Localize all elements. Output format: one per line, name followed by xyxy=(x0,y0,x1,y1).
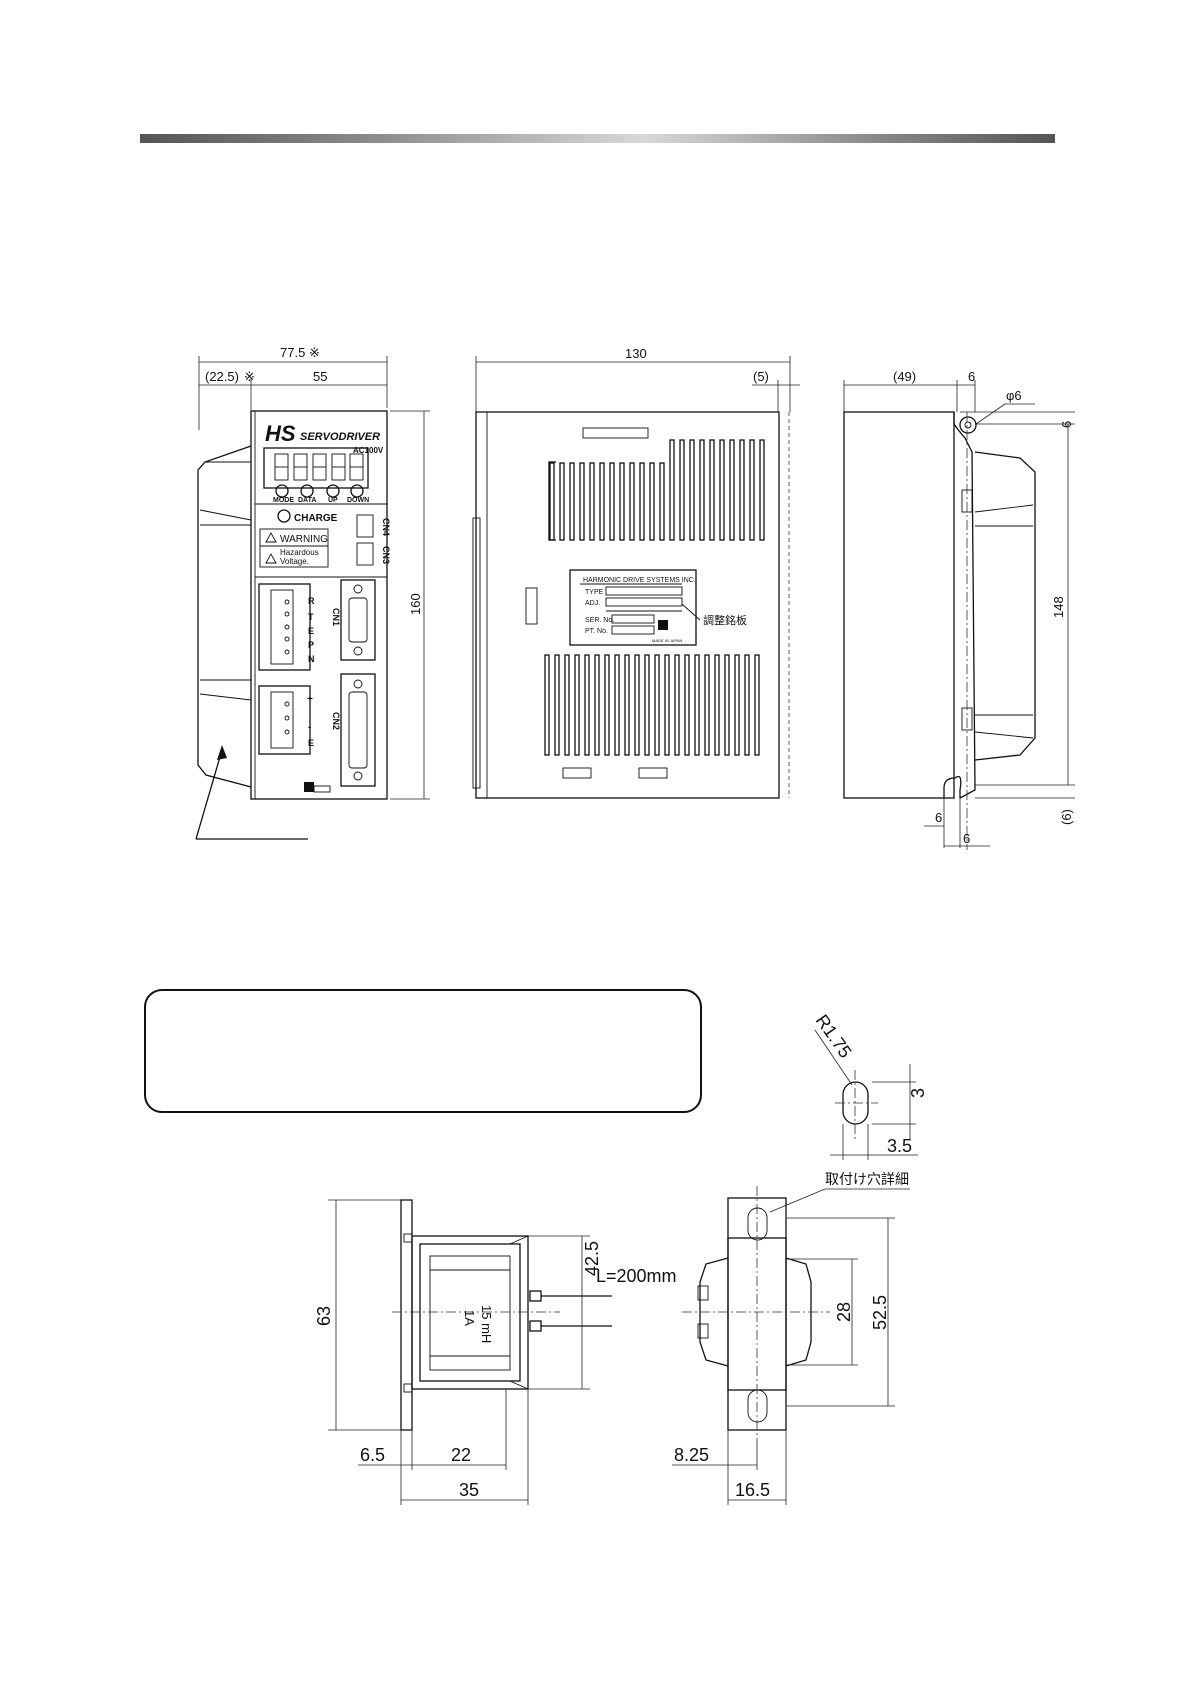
led-display xyxy=(263,447,369,489)
cn1-label: CN1 xyxy=(331,608,341,626)
dim-left-offset-mark: ※ xyxy=(244,369,255,384)
nameplate-callout-leader xyxy=(681,603,701,621)
driver-front-view: 77.5 ※ (22.5) ※ 55 160 HS SERVODRIVER AC… xyxy=(195,345,430,840)
top-vent-slots xyxy=(549,439,765,541)
down-button[interactable] xyxy=(350,484,364,498)
back-dim-top-edge: 6 xyxy=(1059,421,1074,428)
brand-logo: HS xyxy=(265,421,296,446)
reactor-height: 63 xyxy=(314,1306,334,1326)
leader-arrowhead xyxy=(217,745,227,760)
terminal-p: P xyxy=(308,640,314,650)
warning-title: WARNING xyxy=(280,534,328,545)
nameplate xyxy=(569,569,697,646)
back-dim-offset: (49) xyxy=(893,369,916,384)
cn2-connector xyxy=(340,673,376,787)
maker-mark xyxy=(304,782,331,793)
driver-back-view: (49) 6 φ6 6 148 (6) 6 6 xyxy=(843,369,1075,850)
warning-label xyxy=(259,528,329,568)
core-dim: 22 xyxy=(451,1445,471,1465)
button-label-data: DATA xyxy=(298,497,316,504)
nameplate-footer: MADE IN JAPAN xyxy=(652,638,682,643)
nameplate-type: TYPE xyxy=(585,589,604,596)
dim-depth: 130 xyxy=(625,346,647,361)
hole-detail-callout: 取付け穴詳細 xyxy=(825,1171,909,1187)
nameplate-company: HARMONIC DRIVE SYSTEMS INC. xyxy=(583,577,696,584)
warning-text-2: Voltage. xyxy=(280,557,309,566)
back-dim-hole-pitch: 6 xyxy=(968,369,975,384)
terminal-plus: + xyxy=(307,694,313,705)
dim-left-offset: (22.5) xyxy=(205,369,239,384)
nameplate-ser: SER. No. xyxy=(585,617,614,624)
nameplate-pt: PT. No. xyxy=(585,628,608,635)
aux-terminal-block xyxy=(258,685,311,755)
hole-diameter: φ6 xyxy=(1006,388,1022,403)
terminal-e: E xyxy=(308,626,314,636)
warning-icon-2 xyxy=(265,553,277,564)
core-height-dim: 28 xyxy=(834,1302,854,1322)
width-dim: 16.5 xyxy=(735,1480,770,1500)
total-depth-dim: 35 xyxy=(459,1480,479,1500)
terminal-r: R xyxy=(308,596,315,606)
cn2-label: CN2 xyxy=(331,712,341,730)
slot-height: 3 xyxy=(908,1088,928,1098)
back-dim-bottom-edge: (6) xyxy=(1059,809,1074,825)
nameplate-callout: 調整銘板 xyxy=(703,613,747,627)
seven-segment-digits xyxy=(274,453,364,481)
dim-height: 160 xyxy=(408,593,423,615)
reactor-front-view: 28 52.5 8.25 16.5 xyxy=(672,1186,895,1505)
product-name: SERVODRIVER xyxy=(300,431,380,443)
current-label: 1A xyxy=(462,1310,477,1326)
cn3-label: CN3 xyxy=(381,546,391,564)
warning-icon xyxy=(265,532,277,543)
terminal-e2: E xyxy=(308,738,314,748)
charge-label: CHARGE xyxy=(294,513,338,524)
reactor-hole-detail: 3 3.5 R1.75 取付け穴詳細 xyxy=(769,1011,928,1213)
mode-button[interactable] xyxy=(275,484,289,498)
power-terminal-block xyxy=(258,583,311,671)
header-rule xyxy=(140,134,1055,143)
mount-hole-top xyxy=(959,416,977,434)
flange-dim: 6.5 xyxy=(360,1445,385,1465)
mount-slot-top xyxy=(747,1207,768,1241)
bottom-vent-slots xyxy=(544,654,760,756)
charge-lamp xyxy=(277,509,291,523)
terminal-n: N xyxy=(308,654,315,664)
slot-width: 3.5 xyxy=(887,1136,912,1156)
note-box xyxy=(144,989,702,1113)
hole-pitch-dim: 52.5 xyxy=(870,1295,890,1330)
dim-offset: (5) xyxy=(753,369,769,384)
dim-face-width: 55 xyxy=(313,369,327,384)
data-button[interactable] xyxy=(300,484,314,498)
terminal-minus: - xyxy=(308,722,311,733)
cn3-connector xyxy=(356,542,374,566)
terminal-t: T xyxy=(308,612,314,622)
slot-radius: R1.75 xyxy=(812,1011,856,1062)
lead-length: L=200mm xyxy=(596,1266,677,1286)
up-button[interactable] xyxy=(326,484,340,498)
nameplate-adj: ADJ. xyxy=(585,600,600,607)
cn4-label: CN4 xyxy=(381,518,391,536)
reactor-side-view: 15 mH 1A L=200mm 63 42.5 6.5 22 35 xyxy=(314,1199,677,1505)
button-label-up: UP xyxy=(328,497,338,504)
mount-slot-bottom xyxy=(747,1389,768,1423)
back-dim-bottom-slot-a: 6 xyxy=(935,810,942,825)
nameplate-logo xyxy=(658,620,668,630)
cn1-connector xyxy=(340,579,376,661)
back-dim-bottom-slot-b: 6 xyxy=(963,831,970,846)
reactor-body-dim: 42.5 xyxy=(582,1241,602,1276)
dim-overall-width: 77.5 xyxy=(280,345,305,360)
inductance-label: 15 mH xyxy=(479,1305,494,1343)
button-label-mode: MODE xyxy=(273,497,294,504)
dim-overall-width-mark: ※ xyxy=(309,345,320,360)
cn4-connector xyxy=(356,514,374,538)
half-width-dim: 8.25 xyxy=(674,1445,709,1465)
button-label-down: DOWN xyxy=(347,497,369,504)
warning-text-1: Hazardous xyxy=(280,548,319,557)
driver-side-view: 130 (5) HARMONIC DRIVE SYSTEMS INC. TYPE… xyxy=(472,346,800,799)
back-dim-mount-height: 148 xyxy=(1051,596,1066,618)
